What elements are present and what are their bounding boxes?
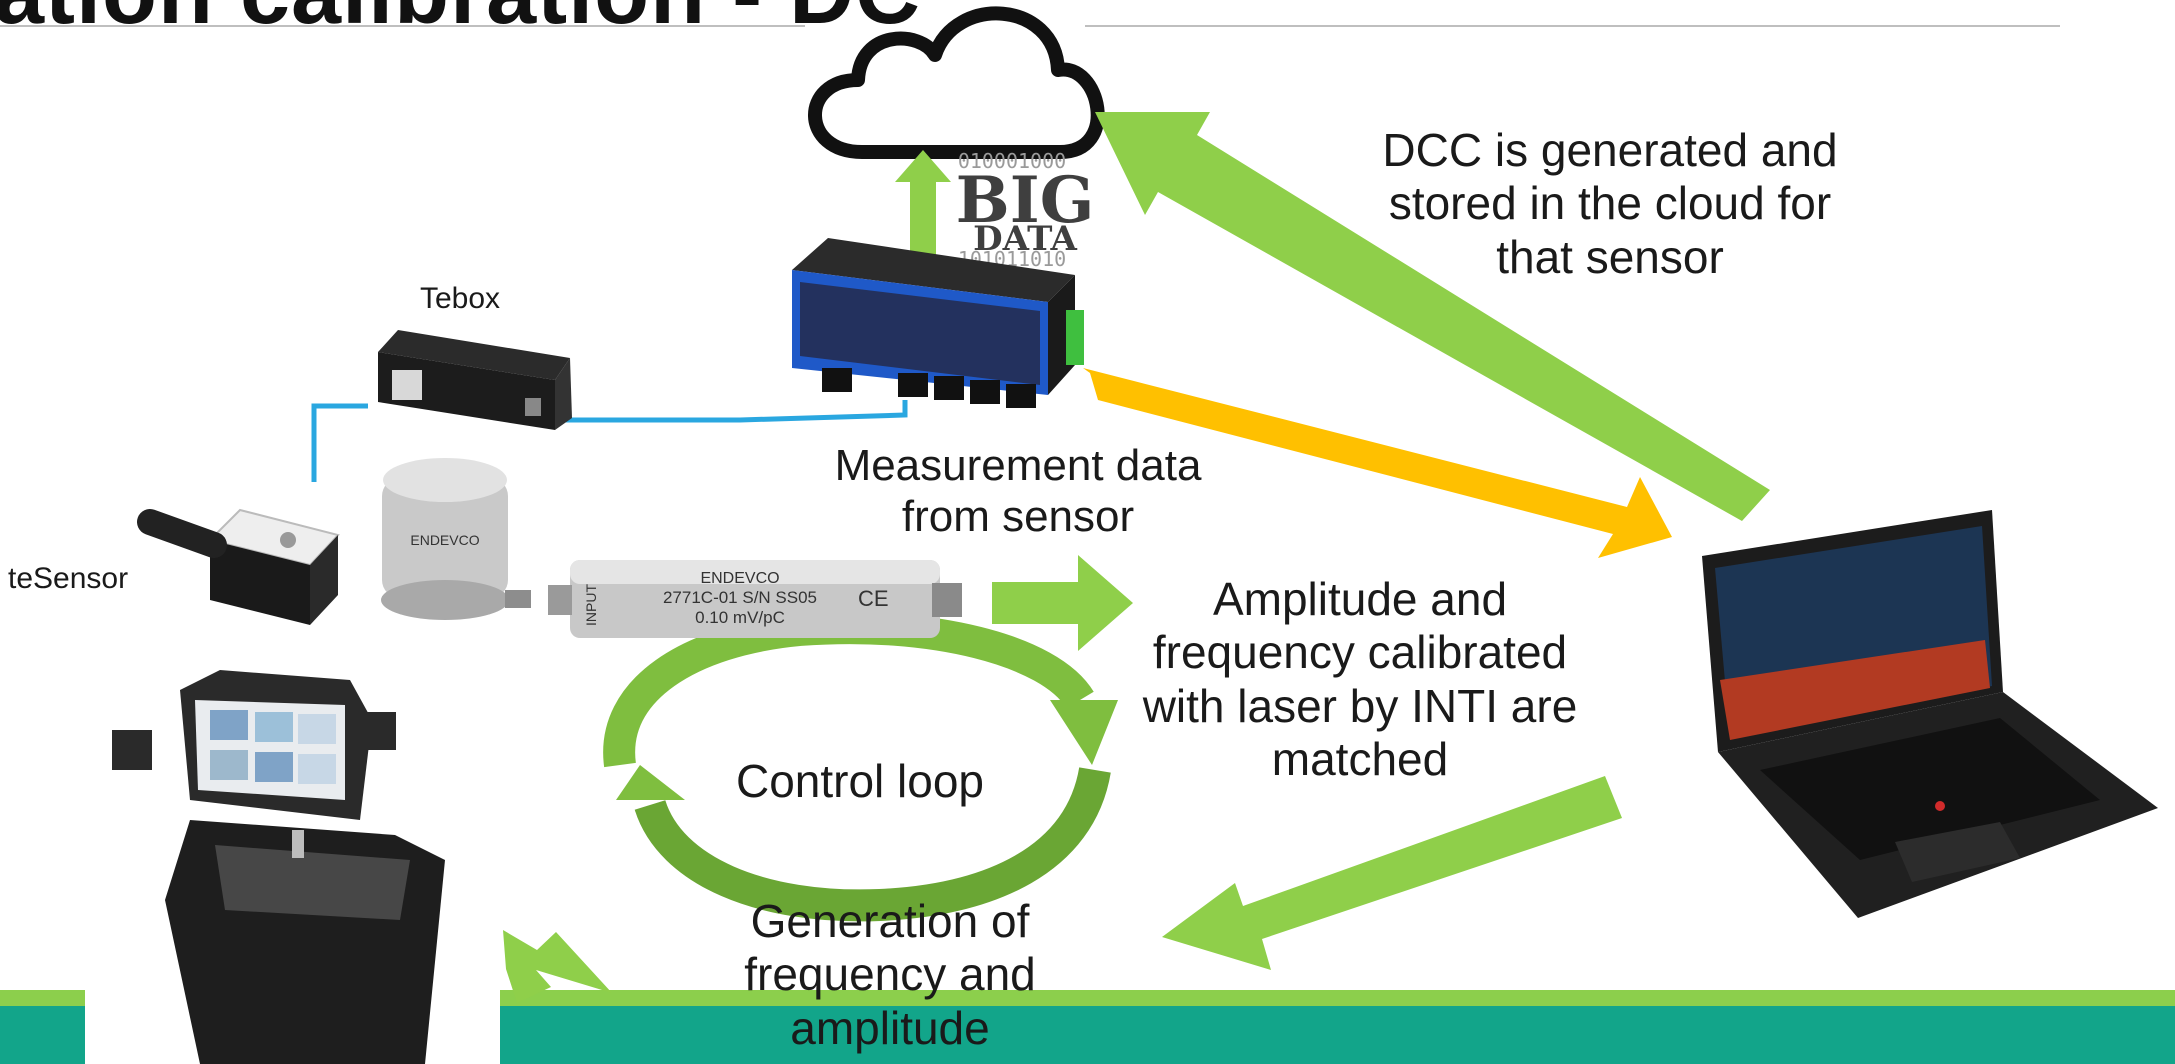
- accelerometer-brand: ENDEVCO: [410, 532, 479, 548]
- measurement-label: Measurement data from sensor: [778, 440, 1258, 542]
- cable-tebox-switch: [560, 400, 908, 423]
- tebox-image: [378, 330, 572, 430]
- arrow-switch-to-laptop: [1083, 368, 1672, 558]
- amplitude-label-line4: matched: [1271, 733, 1449, 786]
- title-rule-right: [1085, 25, 2060, 27]
- amplitude-label-line2: frequency calibrated: [1152, 626, 1568, 679]
- arrow-sensor-to-amplitude: [992, 555, 1133, 651]
- laptop-image: [1702, 510, 2158, 918]
- measurement-label-line2: from sensor: [901, 492, 1135, 542]
- generation-label-line3: amplitude: [790, 1001, 990, 1054]
- converter-sensitivity: 0.10 mV/pC: [695, 608, 785, 627]
- charge-converter-image: ENDEVCO 2771C-01 S/N SS05 0.10 mV/pC INP…: [548, 560, 962, 638]
- generation-label-line1: Generation of: [750, 895, 1030, 947]
- arrow-laptop-to-generation: [1162, 776, 1622, 970]
- dcc-label: DCC is generated and stored in the cloud…: [1330, 124, 1890, 284]
- tebox-label: Tebox: [419, 282, 501, 315]
- title-rule-left: [0, 25, 805, 27]
- amplitude-label-line1: Amplitude and: [1212, 573, 1508, 625]
- big-data-icon: 010001000 BIG DATA 101011010: [956, 149, 1095, 271]
- big-data-word-big: BIG: [956, 163, 1095, 238]
- tesensor-label: teSensor: [8, 562, 129, 595]
- converter-input-label: INPUT: [583, 584, 599, 626]
- cloud-icon: [808, 6, 1105, 159]
- dcc-label-line3: that sensor: [1496, 230, 1724, 283]
- tesensor-image: [137, 508, 340, 625]
- dcc-label-line1: DCC is generated and: [1382, 124, 1838, 176]
- measurement-label-line1: Measurement data: [834, 441, 1202, 490]
- arrow-laptop-to-cloud: [1095, 112, 1770, 521]
- converter-ce-mark: CE: [858, 586, 889, 611]
- arrow-generation-to-shaker: [503, 930, 612, 1003]
- cable-tebox-sensor: [311, 403, 368, 482]
- amplitude-label-line3: with laser by INTI are: [1142, 679, 1578, 732]
- footer-band-light: [0, 990, 2175, 1006]
- slide-title: ation calibration - DC: [0, 0, 921, 45]
- big-data-word-data: DATA: [973, 219, 1077, 259]
- network-switch-image: [792, 238, 1084, 408]
- accelerometer-image: ENDEVCO: [381, 458, 531, 620]
- arrow-switch-to-cloud: [895, 150, 951, 268]
- dcc-label-line2: stored in the cloud for: [1388, 177, 1832, 230]
- generation-label-line2: frequency and: [744, 948, 1036, 1001]
- amplitude-label: Amplitude and frequency calibrated with …: [1110, 573, 1610, 786]
- converter-model: 2771C-01 S/N SS05: [663, 588, 817, 607]
- shaker-case-image: [112, 670, 445, 1064]
- converter-brand: ENDEVCO: [700, 570, 779, 587]
- big-data-bits-top: 010001000: [958, 149, 1066, 173]
- generation-label: Generation of frequency and amplitude: [690, 895, 1090, 1055]
- control-loop-label: Control loop: [735, 755, 985, 807]
